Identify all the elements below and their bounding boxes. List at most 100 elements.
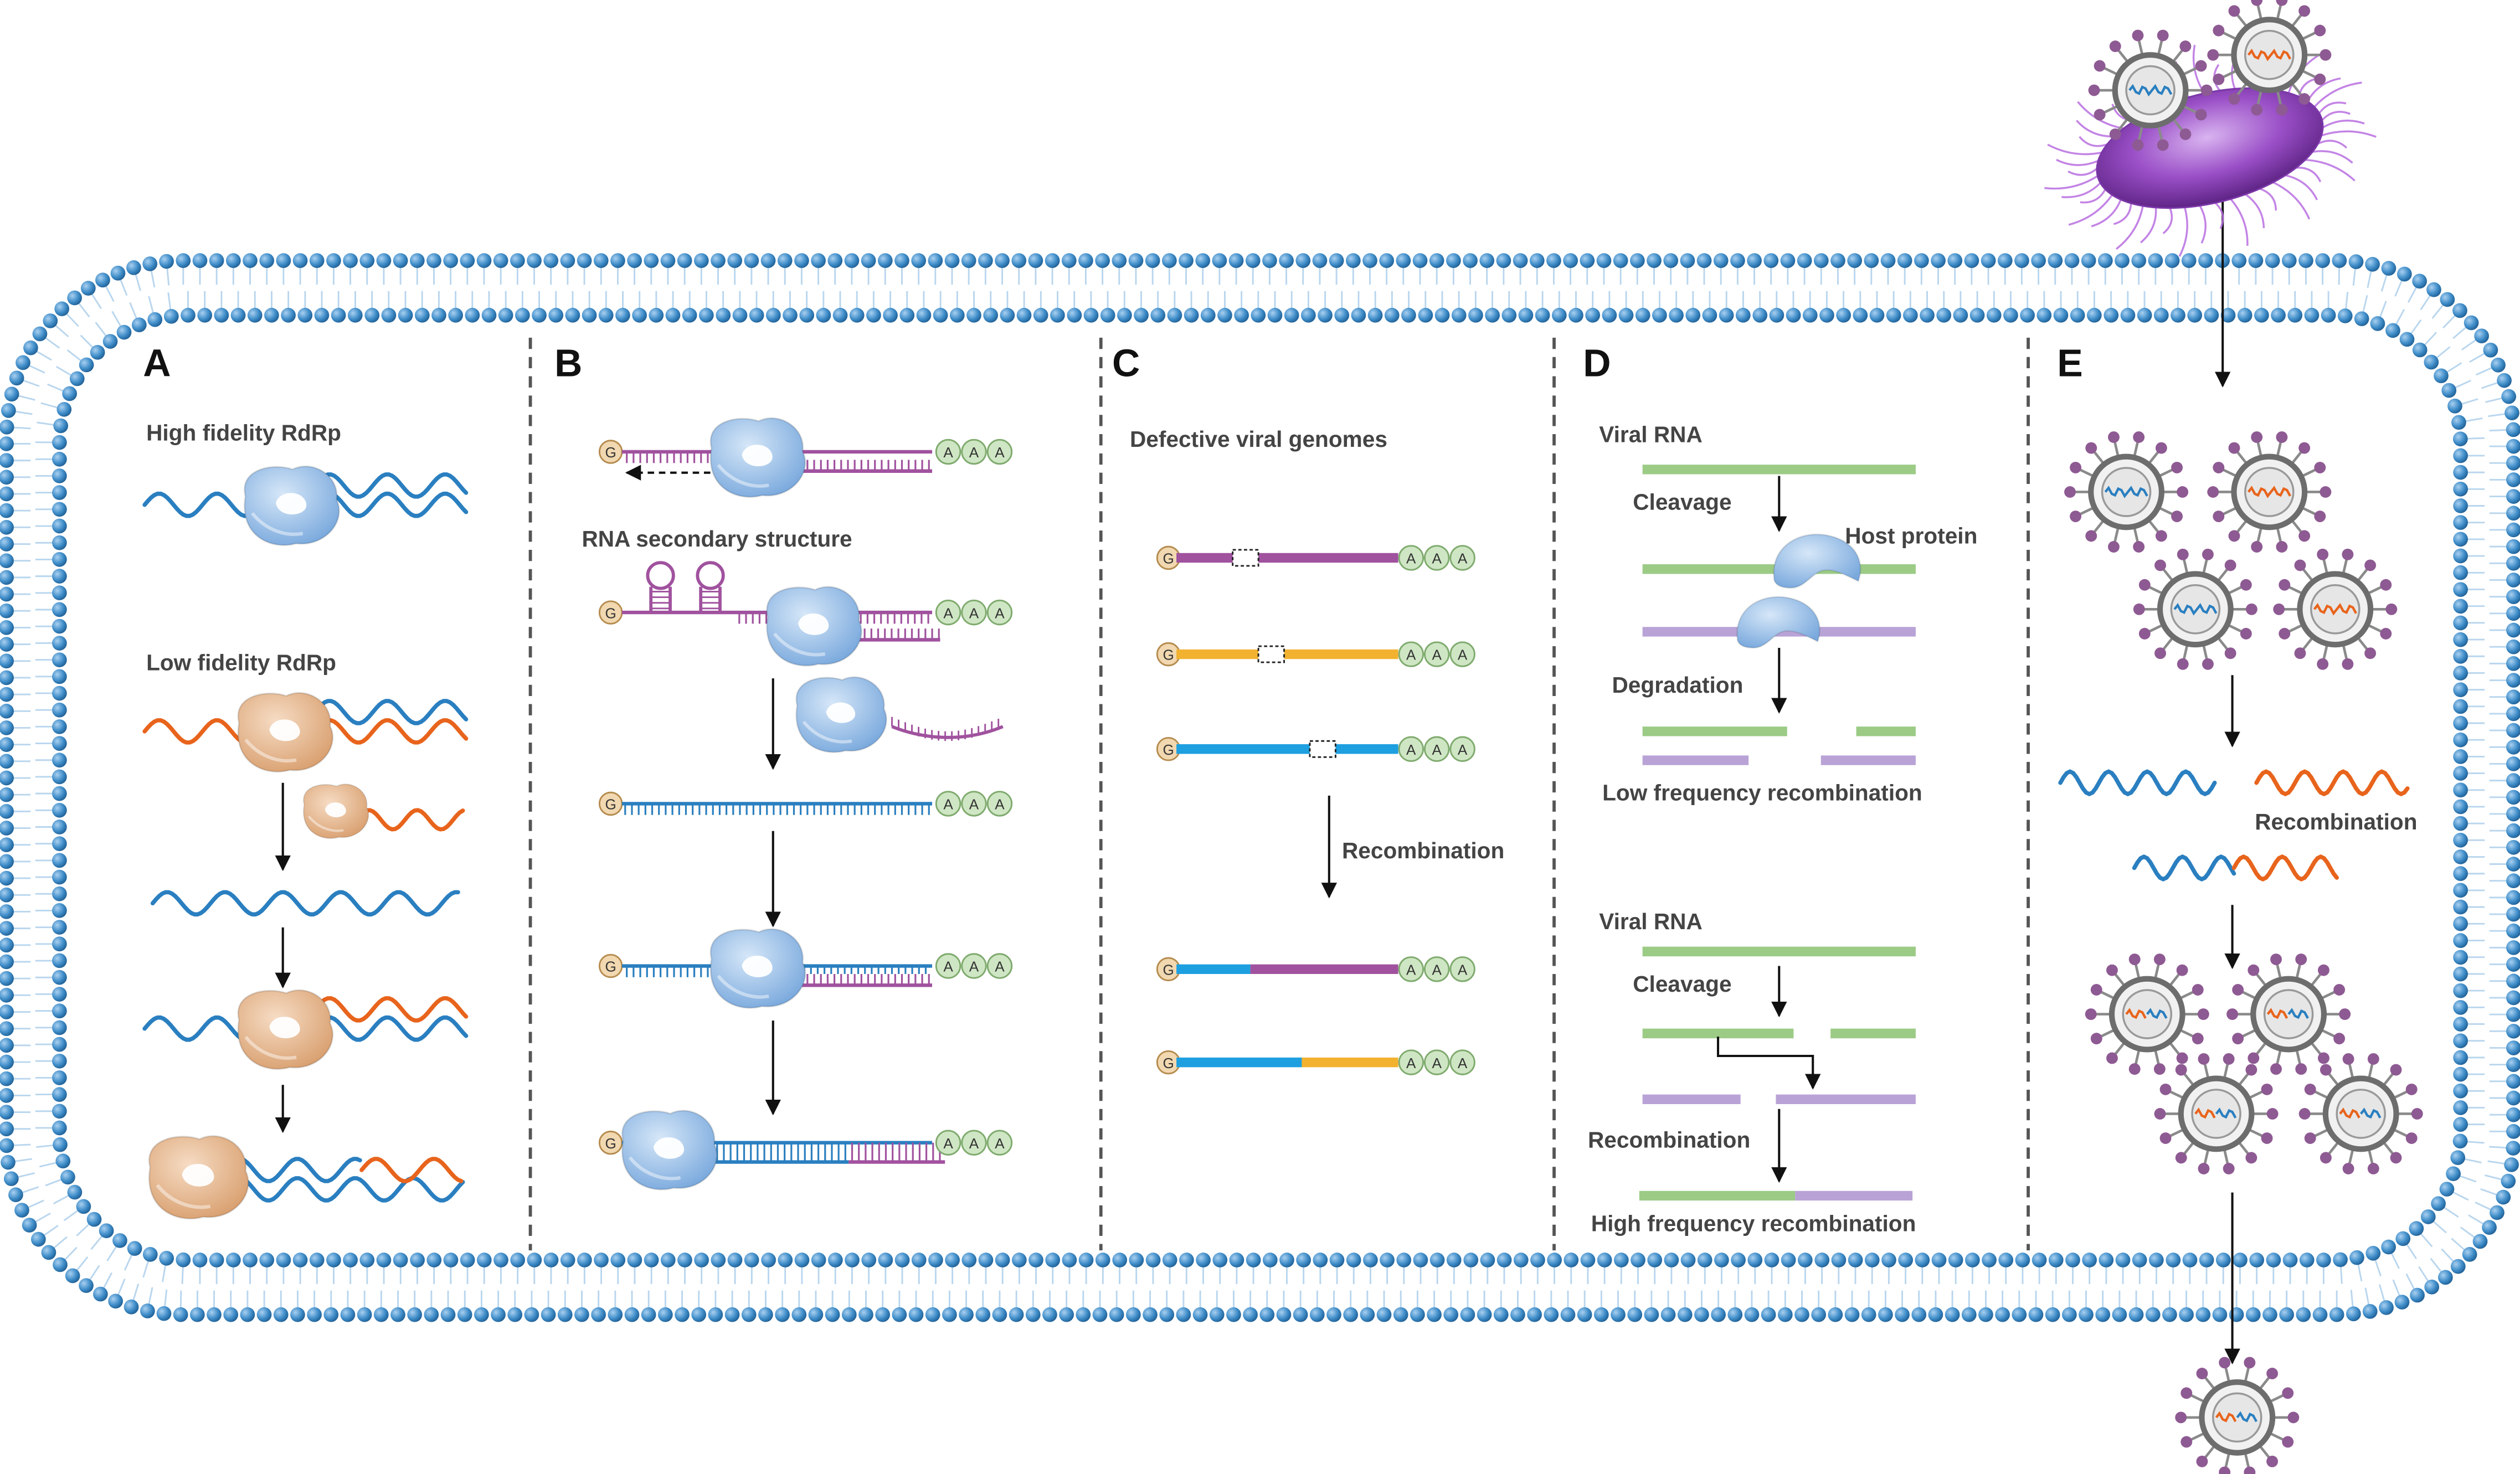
svg-text:A: A	[1432, 961, 1442, 978]
panel-d: Viral RNA Cleavage Host protein Degradat…	[1588, 422, 1977, 1236]
svg-text:A: A	[1458, 550, 1468, 567]
cap-icon: G	[1156, 1050, 1181, 1075]
template-rna-strand	[312, 491, 469, 518]
recombinant-nascent-strand	[707, 1142, 945, 1164]
svg-text:A: A	[1406, 741, 1416, 758]
svg-text:A: A	[995, 444, 1005, 461]
svg-text:G: G	[605, 444, 616, 461]
recombinant-orange-part	[2231, 854, 2339, 882]
viral-rna-label-2: Viral RNA	[1599, 909, 1703, 934]
virion-icon	[2064, 431, 2189, 553]
cleavage-label-1: Cleavage	[1633, 489, 1731, 514]
cap-icon: G	[598, 440, 623, 464]
low-frequency-label: Low frequency recombination	[1602, 780, 1922, 806]
rdrp-polymerase-icon	[795, 676, 887, 753]
virion-icon	[2085, 954, 2209, 1075]
blue-template-strand	[312, 1015, 469, 1042]
svg-text:A: A	[1458, 961, 1468, 978]
svg-text:A: A	[1406, 1055, 1416, 1071]
template-rna-strand	[142, 491, 256, 518]
virion-icon	[2207, 0, 2332, 116]
panel-label-b: B	[554, 342, 582, 385]
deletion-gap	[1232, 549, 1259, 567]
virion-icon	[2298, 1053, 2423, 1174]
cap-icon: G	[598, 1130, 623, 1155]
svg-text:A: A	[1406, 647, 1416, 663]
cap-icon: G	[598, 954, 623, 978]
released-transcript	[891, 717, 1004, 741]
virion-icon	[2088, 29, 2213, 151]
svg-text:A: A	[1458, 647, 1468, 663]
deletion-gap	[1309, 740, 1336, 758]
svg-text:A: A	[995, 796, 1005, 813]
low-fidelity-label: Low fidelity RdRp	[146, 650, 336, 676]
rdrp-polymerase-icon	[237, 989, 334, 1070]
cap-icon: G	[1156, 545, 1181, 570]
nascent-rna-strand	[312, 699, 469, 725]
purple-nascent-strand	[790, 460, 933, 473]
cap-icon: G	[1156, 737, 1181, 761]
svg-text:A: A	[943, 958, 953, 975]
svg-text:A: A	[969, 605, 979, 621]
svg-text:A: A	[1406, 550, 1416, 567]
recombinant-blue-part	[2132, 854, 2236, 882]
recombinant-orange-part	[359, 1157, 464, 1183]
svg-text:G: G	[605, 1135, 616, 1152]
orange-nascent-strand	[312, 996, 469, 1023]
cap-icon: G	[1156, 642, 1181, 667]
svg-text:A: A	[969, 1135, 979, 1152]
svg-text:G: G	[1163, 741, 1174, 758]
rdrp-polymerase-icon	[303, 784, 369, 839]
svg-text:A: A	[1432, 741, 1442, 758]
bacterium-icon	[2044, 39, 2377, 257]
host-protein-icon	[1736, 596, 1820, 649]
panel-e: Recombination	[2058, 173, 2423, 1474]
svg-text:G: G	[1163, 1055, 1174, 1071]
cap-icon: G	[598, 600, 623, 625]
svg-text:A: A	[1432, 550, 1442, 567]
panel-label-e: E	[2057, 342, 2082, 385]
svg-text:G: G	[605, 605, 616, 621]
panel-label-d: D	[1583, 342, 1611, 385]
viral-rna-label-1: Viral RNA	[1599, 422, 1703, 447]
degradation-label: Degradation	[1612, 672, 1743, 698]
svg-text:A: A	[943, 444, 953, 461]
recombination-label-e: Recombination	[2255, 809, 2417, 834]
svg-text:G: G	[1163, 961, 1174, 978]
blue-genome	[2058, 769, 2217, 797]
svg-text:G: G	[1163, 647, 1174, 663]
virion-icon	[2175, 1357, 2300, 1474]
virion-icon	[2226, 954, 2351, 1075]
panel-label-a: A	[143, 342, 171, 385]
panel-e-arrows	[2214, 173, 2240, 1365]
rdrp-polymerase-icon	[244, 465, 340, 547]
rdrp-polymerase-icon	[621, 1110, 718, 1190]
host-protein-label: Host protein	[1845, 523, 1977, 548]
purple-nascent-strand	[790, 974, 933, 987]
svg-text:G: G	[1163, 550, 1174, 567]
nascent-rna-strand	[312, 472, 469, 499]
rdrp-polymerase-icon	[237, 692, 334, 773]
defective-genomes-label: Defective viral genomes	[1130, 426, 1387, 452]
orange-genome	[2254, 769, 2410, 797]
svg-text:A: A	[1406, 961, 1416, 978]
svg-text:A: A	[1458, 1055, 1468, 1071]
cap-icon: G	[598, 791, 623, 816]
blue-template-strand	[142, 1015, 260, 1042]
virion-icon	[2273, 548, 2398, 670]
panel-dividers	[528, 337, 2030, 1251]
svg-text:A: A	[1458, 741, 1468, 758]
rdrp-polymerase-icon	[709, 928, 806, 1009]
svg-text:A: A	[995, 958, 1005, 975]
high-frequency-label: High frequency recombination	[1591, 1210, 1916, 1236]
